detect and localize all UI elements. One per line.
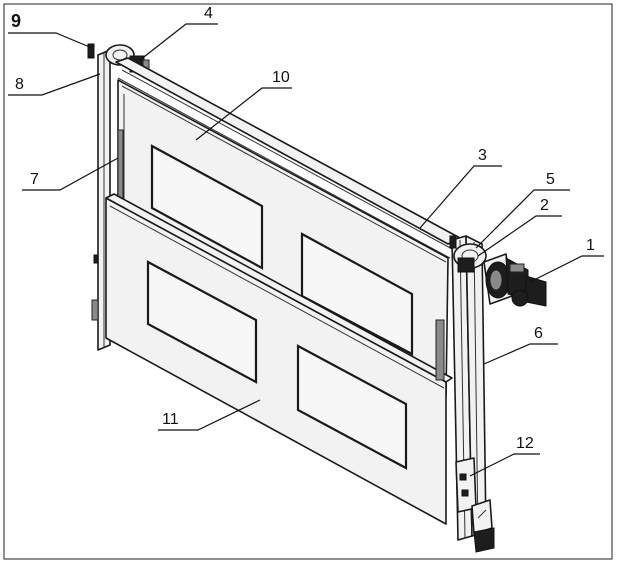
callout-2: 2 bbox=[540, 197, 549, 214]
callout-10: 10 bbox=[272, 69, 290, 86]
drawing-border bbox=[3, 3, 613, 560]
callout-6: 6 bbox=[534, 325, 543, 342]
callout-11: 11 bbox=[162, 411, 179, 428]
counterweight-box bbox=[455, 457, 495, 553]
callout-4: 4 bbox=[204, 5, 213, 22]
leader-lines bbox=[8, 23, 604, 477]
right-top-sprocket bbox=[453, 243, 487, 273]
drive-motor bbox=[483, 253, 547, 307]
callout-1: 1 bbox=[586, 237, 595, 254]
callout-3: 3 bbox=[478, 147, 487, 164]
lower-left-window bbox=[146, 260, 258, 384]
callout-5: 5 bbox=[546, 171, 555, 188]
upper-right-window bbox=[300, 232, 414, 356]
callout-9: 9 bbox=[11, 11, 21, 31]
callout-7: 7 bbox=[30, 171, 39, 188]
callout-8: 8 bbox=[15, 76, 24, 93]
callout-12: 12 bbox=[516, 435, 534, 452]
lower-right-window bbox=[296, 344, 408, 470]
upper-left-window bbox=[150, 144, 264, 270]
lower-door-leaf bbox=[105, 193, 453, 525]
